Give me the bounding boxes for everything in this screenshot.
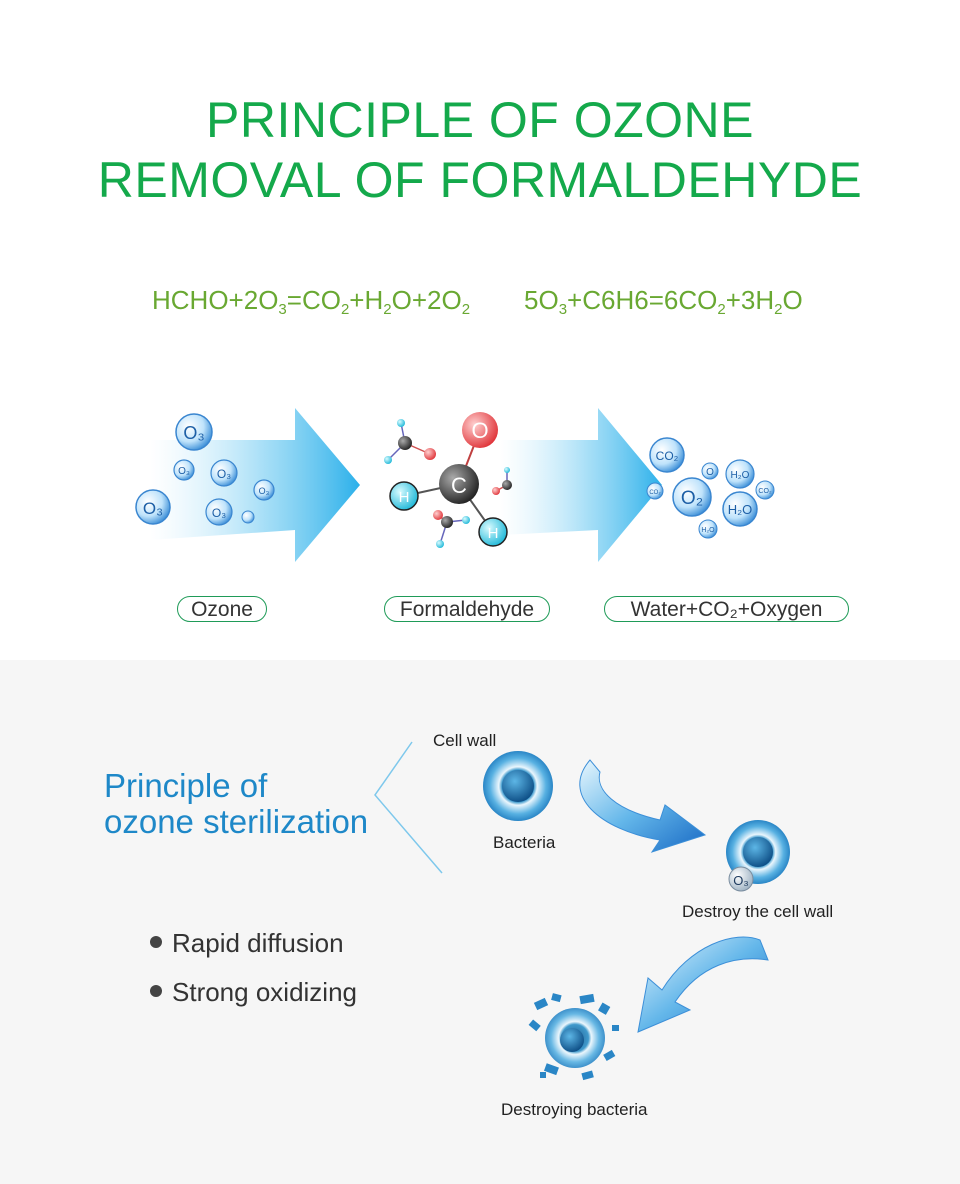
o-label: O — [471, 418, 488, 443]
o3-label: O₃ — [183, 423, 204, 443]
bullet-icon — [150, 985, 162, 997]
ozone-label: Ozone — [177, 596, 267, 622]
products-label: Water+CO₂+Oxygen — [604, 596, 849, 622]
product-bubbles — [646, 437, 775, 539]
o-label: O — [706, 467, 714, 478]
o3-label: O₃ — [178, 466, 190, 477]
sterilization-title: Principle of ozone sterilization — [104, 767, 369, 840]
o3-label: O₃ — [212, 506, 226, 520]
sterilization-section — [0, 660, 960, 1184]
ozone-bubbles — [135, 413, 275, 526]
feature-item: Rapid diffusion — [150, 928, 344, 959]
co2-label: CO₂ — [649, 490, 661, 496]
h2o-label: H₂O — [701, 527, 715, 534]
destroy-wall-label: Destroy the cell wall — [682, 902, 834, 921]
h-label: H — [488, 525, 499, 542]
h-label: H — [399, 489, 410, 506]
o3-label: O₃ — [733, 873, 748, 888]
formaldehyde-molecule — [384, 412, 512, 548]
h2o-label: H₂O — [728, 502, 753, 517]
c-label: C — [451, 473, 467, 498]
feature-item: Strong oxidizing — [150, 977, 357, 1008]
cell-wall-label: Cell wall — [433, 731, 497, 750]
destroyed-bacteria — [528, 993, 619, 1081]
h2o-label: H₂O — [731, 470, 750, 481]
formaldehyde-section: PRINCIPLE OF OZONE REMOVAL OF FORMALDEHY… — [97, 92, 863, 622]
formaldehyde-label: Formaldehyde — [384, 596, 550, 622]
equation-benzene: 5O3+C6H6=6CO2+3H2O — [524, 285, 803, 318]
sterilization-illustration: O₃ — [374, 741, 790, 1081]
o3-label: O₃ — [217, 467, 231, 481]
bracket-line — [374, 741, 443, 874]
co2-label: CO₂ — [656, 449, 679, 463]
damaged-cell — [726, 820, 790, 892]
title-line-2: REMOVAL OF FORMALDEHYDE — [97, 152, 863, 208]
bacteria-label: Bacteria — [493, 833, 556, 852]
title-line-1: PRINCIPLE OF OZONE — [206, 92, 754, 148]
co2-label: CO₂ — [758, 488, 772, 495]
bacteria-cell — [483, 751, 553, 821]
curved-arrow-2 — [637, 936, 769, 1033]
o2-label: O₂ — [681, 488, 703, 509]
curved-arrow-1 — [579, 759, 707, 853]
equation-formaldehyde: HCHO+2O3=CO2+H2O+2O2 — [152, 285, 471, 318]
reaction-illustration: O₃ O₃ O₃ O₃ O₃ O₃ — [135, 408, 775, 562]
o3-label: O₃ — [143, 499, 163, 518]
o3-label: O₃ — [259, 486, 270, 496]
destroying-bacteria-label: Destroying bacteria — [501, 1100, 648, 1119]
bullet-icon — [150, 936, 162, 948]
arrow-2 — [500, 408, 662, 562]
